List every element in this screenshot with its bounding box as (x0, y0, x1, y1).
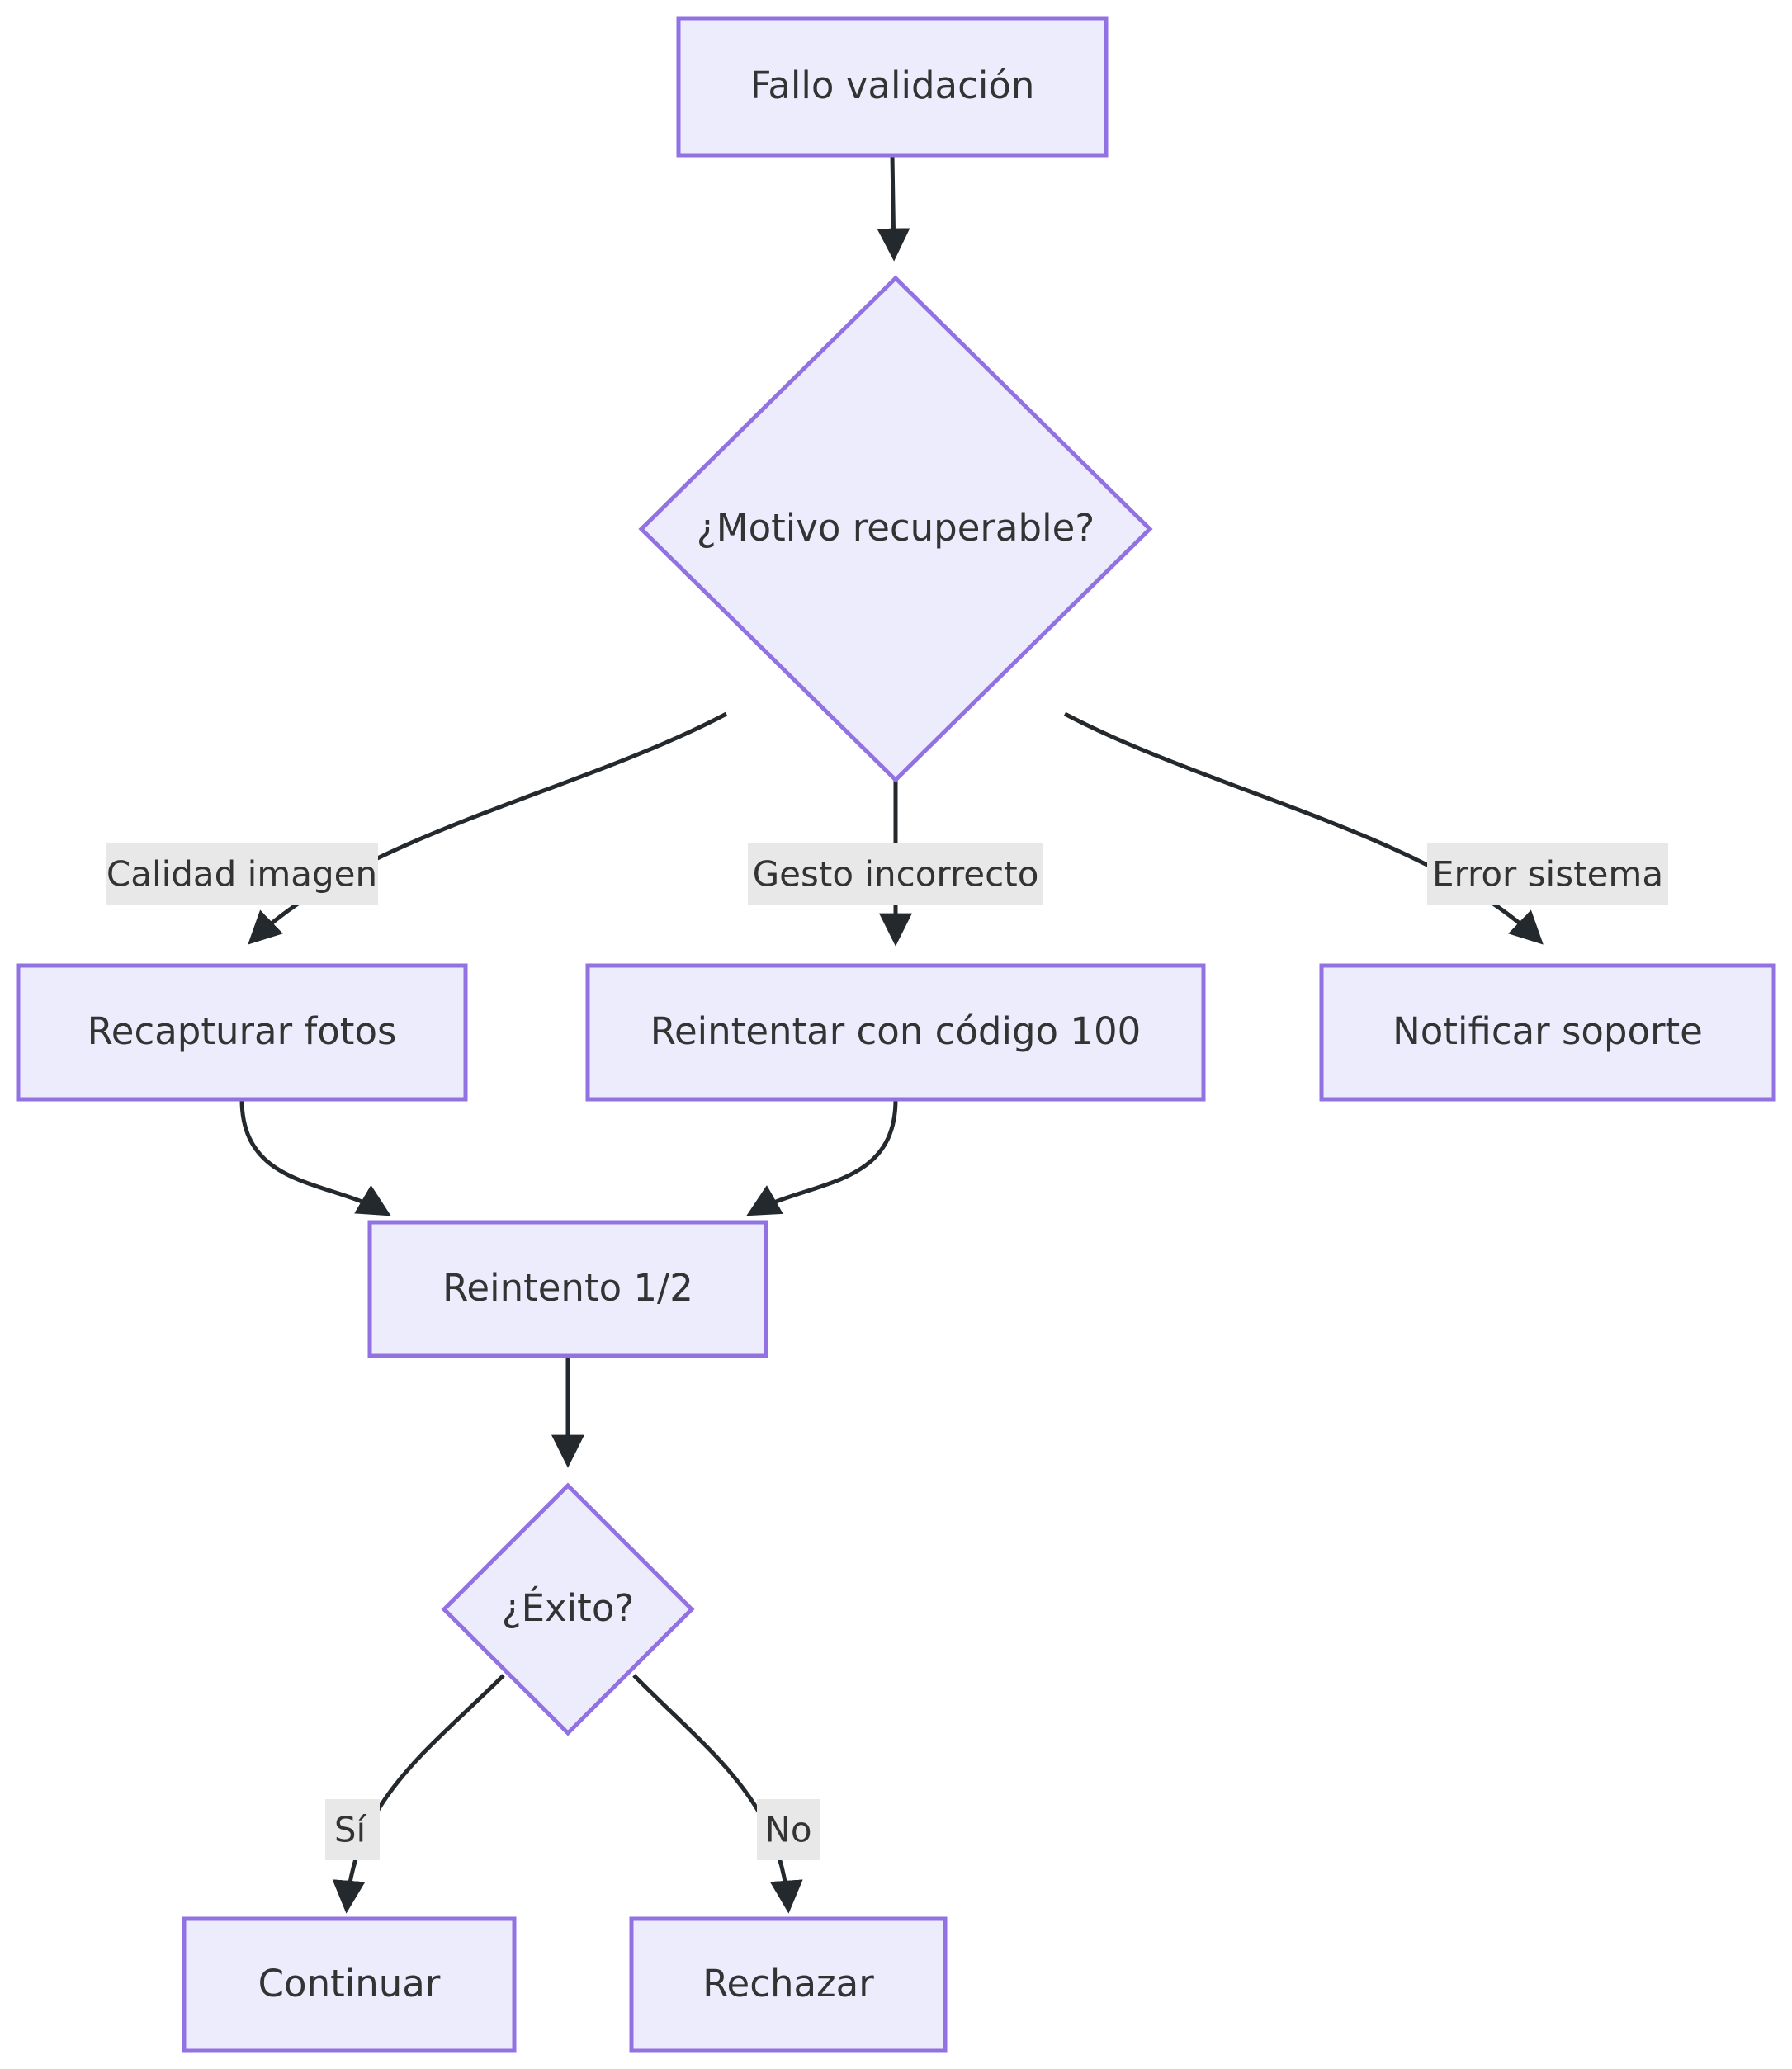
node-reintentar-con-codigo-100[interactable]: Reintentar con código 100 (585, 963, 1206, 1102)
edge-exito-to-continuar (332, 1674, 505, 1914)
edge-exito-to-rechazar (632, 1674, 803, 1914)
edge-recapturar-to-reintento (239, 1098, 391, 1216)
node-label: Rechazar (702, 1962, 874, 2005)
node-label: Reintento 1/2 (442, 1266, 693, 1310)
node-notificar-soporte[interactable]: Notificar soporte (1319, 963, 1776, 1102)
edge-label-text: Sí (334, 1810, 367, 1850)
edge-label-gesto-incorrecto: Gesto incorrecto (748, 843, 1043, 905)
node-fallo-validacion[interactable]: Fallo validación (676, 16, 1109, 158)
node-motivo-recuperable[interactable]: ¿Motivo recuperable? (638, 275, 1153, 783)
node-recapturar-fotos[interactable]: Recapturar fotos (16, 963, 468, 1102)
node-label: Recapturar fotos (87, 1009, 397, 1053)
node-label: ¿Motivo recuperable? (697, 506, 1095, 550)
node-exito[interactable]: ¿Éxito? (441, 1482, 695, 1736)
edge-motivo-to-notificar (1063, 711, 1544, 945)
edge-label-si: Sí (325, 1799, 380, 1860)
node-label: Reintentar con código 100 (650, 1009, 1142, 1053)
node-reintento-1-2[interactable]: Reintento 1/2 (367, 1220, 768, 1358)
node-label: Notificar soporte (1392, 1009, 1703, 1053)
edge-labels-layer: Calidad imagen Gesto incorrecto Error si… (106, 843, 1668, 1860)
nodes-layer: Fallo validación ¿Motivo recuperable? Re… (16, 16, 1776, 2053)
node-label: ¿Éxito? (502, 1586, 635, 1630)
node-label: Continuar (258, 1962, 441, 2005)
edge-reintentar-to-reintento (746, 1098, 898, 1216)
node-label: Fallo validación (750, 64, 1035, 107)
edge-label-text: Calidad imagen (106, 854, 377, 895)
edge-label-error-sistema: Error sistema (1427, 843, 1668, 905)
edge-motivo-to-recapturar (248, 711, 728, 945)
edge-fallo-to-motivo (877, 154, 910, 262)
edge-label-text: No (764, 1810, 811, 1850)
edge-label-no: No (757, 1799, 820, 1860)
edge-label-calidad-imagen: Calidad imagen (106, 843, 378, 905)
node-continuar[interactable]: Continuar (182, 1916, 517, 2053)
edge-label-text: Gesto incorrecto (753, 854, 1039, 895)
edge-label-text: Error sistema (1432, 854, 1663, 895)
node-rechazar[interactable]: Rechazar (629, 1916, 948, 2053)
